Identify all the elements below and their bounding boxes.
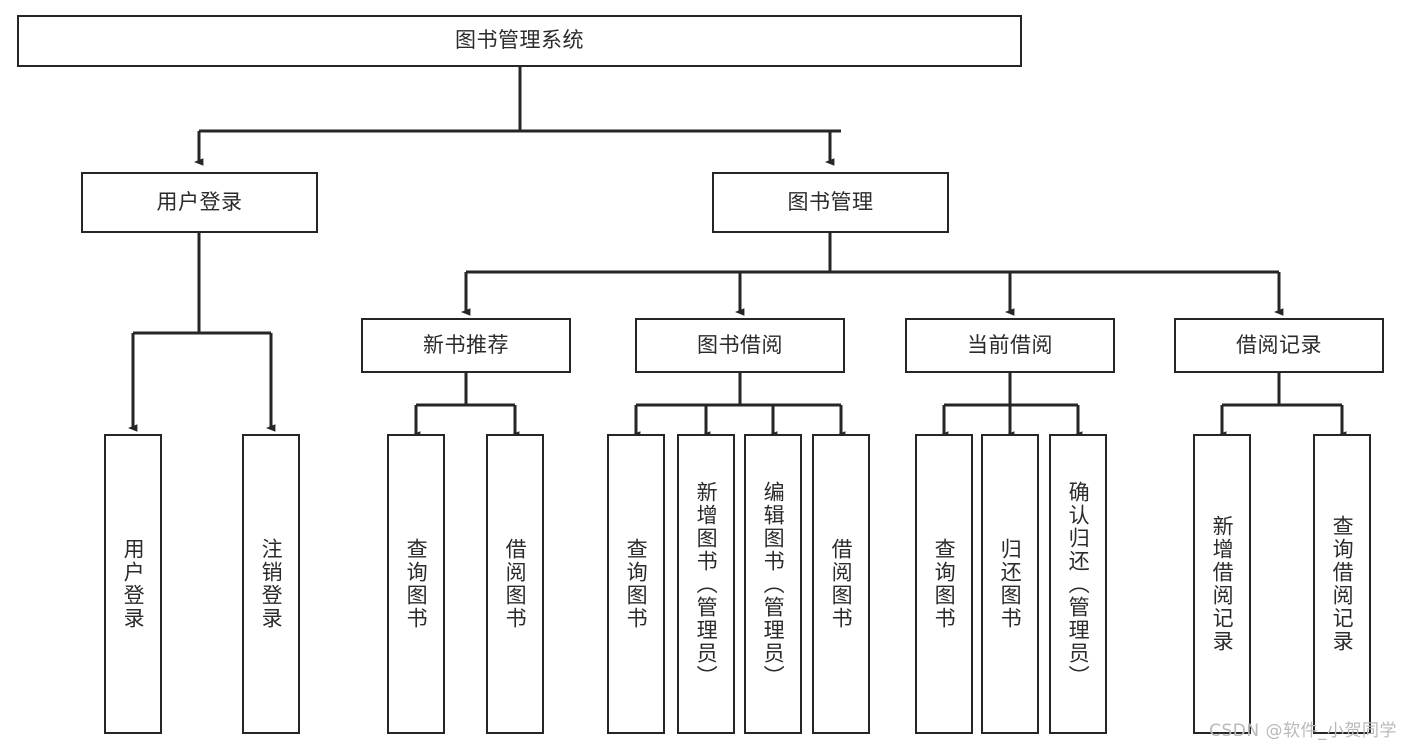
leaf-current-borrow-1-label: 归还图书 — [998, 538, 1023, 630]
leaf-book-borrow-0[interactable]: 查询图书 — [607, 434, 665, 734]
leaf-borrow-record-0[interactable]: 新增借阅记录 — [1193, 434, 1251, 734]
leaf-new-book-1[interactable]: 借阅图书 — [486, 434, 544, 734]
leaf-borrow-record-1-label: 查询借阅记录 — [1330, 515, 1355, 653]
leaf-book-borrow-1[interactable]: 新增图书（管理员） — [677, 434, 735, 734]
node-user-login-label: 用户登录 — [156, 189, 243, 214]
leaf-user-login-1-label: 注销登录 — [259, 538, 284, 630]
leaf-borrow-record-1[interactable]: 查询借阅记录 — [1313, 434, 1371, 734]
node-book-borrow[interactable]: 图书借阅 — [635, 318, 845, 373]
node-book-management-label: 图书管理 — [787, 189, 874, 214]
node-borrow-record-label: 借阅记录 — [1236, 332, 1322, 357]
leaf-user-login-0-label: 用户登录 — [121, 538, 146, 630]
node-root-label: 图书管理系统 — [455, 28, 584, 53]
node-new-book-recommend[interactable]: 新书推荐 — [361, 318, 571, 373]
leaf-new-book-1-label: 借阅图书 — [503, 538, 528, 630]
leaf-book-borrow-2[interactable]: 编辑图书（管理员） — [744, 434, 802, 734]
node-borrow-record[interactable]: 借阅记录 — [1174, 318, 1384, 373]
leaf-user-login-0[interactable]: 用户登录 — [104, 434, 162, 734]
leaf-current-borrow-0-label: 查询图书 — [932, 538, 957, 630]
leaf-current-borrow-2[interactable]: 确认归还（管理员） — [1049, 434, 1107, 734]
leaf-book-borrow-2-label: 编辑图书（管理员） — [761, 480, 786, 688]
node-current-borrow-label: 当前借阅 — [967, 332, 1053, 357]
leaf-current-borrow-2-label: 确认归还（管理员） — [1066, 480, 1091, 688]
leaf-book-borrow-0-label: 查询图书 — [624, 538, 649, 630]
leaf-new-book-0[interactable]: 查询图书 — [387, 434, 445, 734]
node-root[interactable]: 图书管理系统 — [17, 15, 1022, 67]
leaf-borrow-record-0-label: 新增借阅记录 — [1210, 515, 1235, 653]
node-new-book-recommend-label: 新书推荐 — [423, 332, 509, 357]
leaf-book-borrow-3-label: 借阅图书 — [829, 538, 854, 630]
node-book-management[interactable]: 图书管理 — [712, 172, 949, 233]
leaf-current-borrow-1[interactable]: 归还图书 — [981, 434, 1039, 734]
node-user-login[interactable]: 用户登录 — [81, 172, 318, 233]
csdn-watermark: CSDN @软件_小贺同学 — [1209, 721, 1397, 741]
node-book-borrow-label: 图书借阅 — [697, 332, 783, 357]
leaf-book-borrow-3[interactable]: 借阅图书 — [812, 434, 870, 734]
node-current-borrow[interactable]: 当前借阅 — [905, 318, 1115, 373]
leaf-current-borrow-0[interactable]: 查询图书 — [915, 434, 973, 734]
leaf-user-login-1[interactable]: 注销登录 — [242, 434, 300, 734]
leaf-book-borrow-1-label: 新增图书（管理员） — [694, 480, 719, 688]
leaf-new-book-0-label: 查询图书 — [404, 538, 429, 630]
